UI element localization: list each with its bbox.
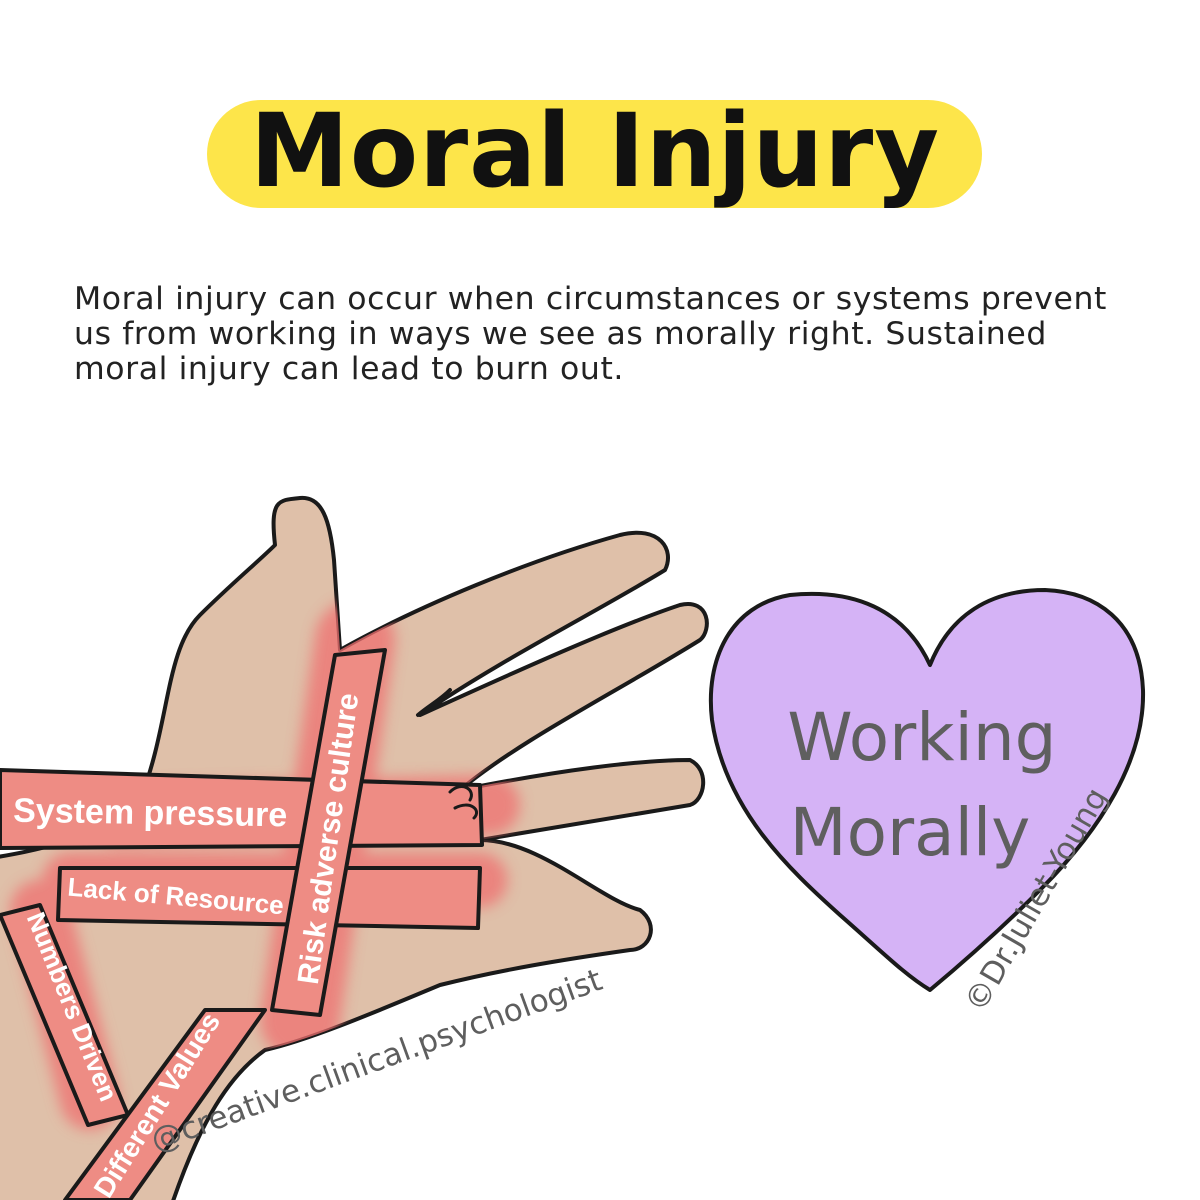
heart-shape xyxy=(708,588,1146,992)
working-morally-heart: Working Morally xyxy=(708,588,1146,992)
bandaged-hand-illustration: System pressure Lack of Resource Numbers… xyxy=(0,495,709,1200)
strap-risk-adverse-culture xyxy=(270,648,387,1017)
strap-label-system-pressure: System pressure xyxy=(13,792,288,835)
strap-knot xyxy=(448,785,479,820)
strap-different-values xyxy=(63,1008,267,1200)
title-highlight xyxy=(207,100,982,208)
heart-text-morally: Morally xyxy=(790,794,1031,871)
page-title: Moral Injury xyxy=(250,92,940,211)
thumb-crease xyxy=(416,688,452,717)
heart-text-working: Working xyxy=(787,699,1056,776)
intro-description: Moral injury can occur when circumstance… xyxy=(74,281,1107,387)
title-banner: Moral Injury xyxy=(207,92,982,211)
